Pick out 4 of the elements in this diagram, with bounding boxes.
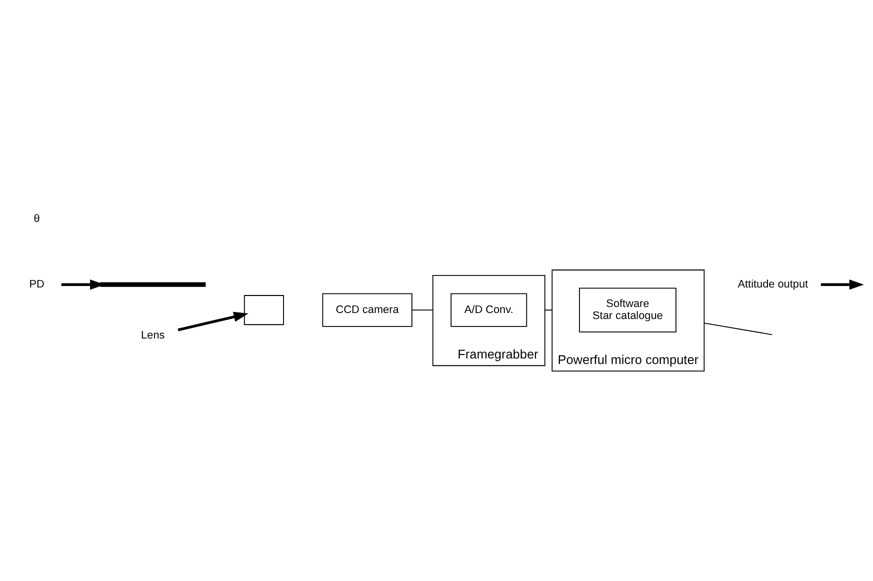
node-text: Attitude output [738,278,808,290]
label: θ [34,212,40,225]
node-text: PD [29,278,44,290]
node-text: Lens [141,329,165,342]
